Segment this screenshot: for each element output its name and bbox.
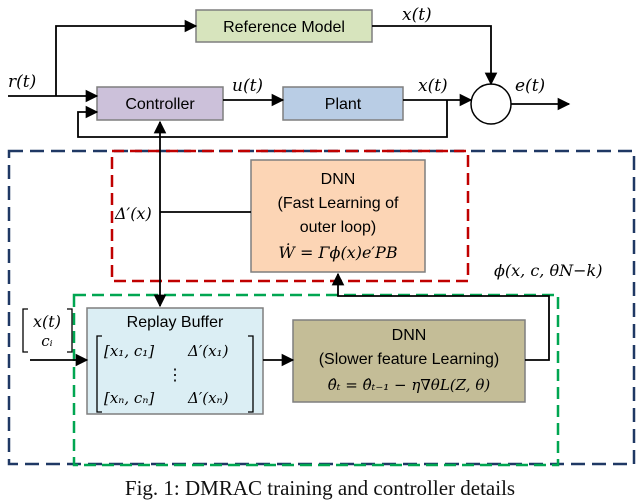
slow-learning-region bbox=[72, 293, 560, 467]
dnn-slow-equation: θ̂ₜ = θ̂ₜ₋₁ − η∇θL(Z, θ) bbox=[328, 376, 491, 394]
replay-matrix-left-bracket bbox=[96, 335, 102, 413]
dnn-fast-line2: outer loop) bbox=[300, 219, 377, 236]
replay-row1-state: [x₁, c₁] bbox=[104, 342, 154, 360]
input-vector-x: x(t) bbox=[33, 312, 61, 331]
signal-r-label: r(t) bbox=[8, 72, 36, 92]
controller-block bbox=[96, 86, 224, 121]
signal-u-label: u(t) bbox=[232, 76, 263, 96]
replay-row1-delta: Δ′(x₁) bbox=[187, 342, 229, 360]
signal-e-label: e(t) bbox=[515, 76, 545, 96]
dnn-slow-title: DNN bbox=[392, 327, 427, 344]
controller-label: Controller bbox=[125, 96, 195, 113]
dnn-fast-line1: (Fast Learning of bbox=[278, 195, 400, 212]
state-feedback-arrow bbox=[77, 100, 448, 138]
plant-label: Plant bbox=[325, 96, 362, 113]
figure-caption: Fig. 1: DMRAC training and controller de… bbox=[124, 476, 516, 500]
reference-model-label: Reference Model bbox=[223, 19, 345, 36]
summing-junction bbox=[470, 83, 512, 125]
dnn-fast-block bbox=[250, 159, 426, 273]
dnn-slow-line1: (Slower feature Learning) bbox=[319, 351, 500, 368]
input-vector-right-bracket bbox=[67, 308, 73, 353]
replay-row2-delta: Δ′(xₙ) bbox=[187, 389, 229, 407]
replay-vdots: ⋮ bbox=[167, 365, 183, 384]
replay-row2-state: [xₙ, cₙ] bbox=[104, 389, 154, 407]
reference-to-sum-arrow bbox=[372, 25, 498, 86]
input-vector-left-bracket bbox=[22, 308, 28, 353]
r-to-reference-arrow bbox=[55, 19, 198, 96]
features-to-dnn-fast-arrow bbox=[331, 272, 550, 361]
fast-learning-region bbox=[110, 149, 470, 283]
signal-x-ref-label: x(t) bbox=[402, 5, 432, 25]
dnn-fast-title: DNN bbox=[321, 171, 356, 188]
dnn-fast-equation: Ẇ = Γϕ(x)e′PB bbox=[278, 242, 397, 262]
replay-buffer-block bbox=[86, 307, 264, 415]
signal-phi-label: ϕ(x, c, θN−k) bbox=[494, 261, 602, 280]
signal-x-plant-label: x(t) bbox=[418, 76, 448, 96]
replay-matrix-right-bracket bbox=[248, 335, 254, 413]
input-vector-c: cᵢ bbox=[41, 332, 52, 350]
signal-delta-label: Δ′(x) bbox=[114, 204, 152, 223]
replay-buffer-title: Replay Buffer bbox=[127, 314, 224, 331]
